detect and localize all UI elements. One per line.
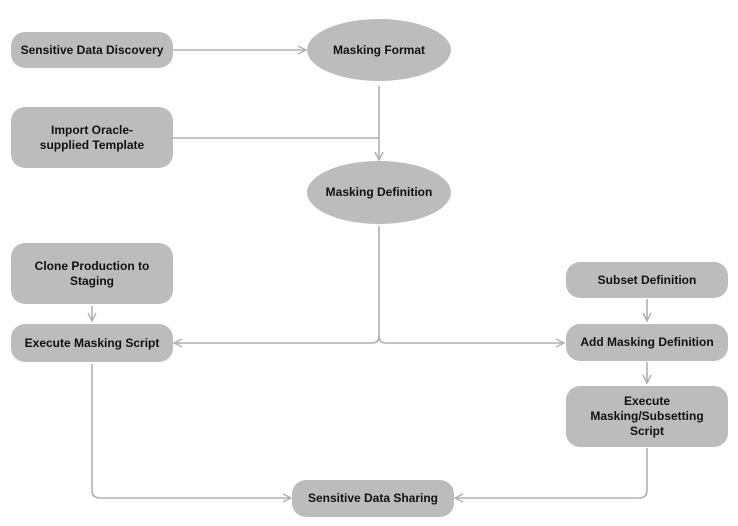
masking-format-ellipse: Masking Format [307,19,451,81]
execute-masking-script-label: Execute Masking Script [24,335,160,350]
execute-masking-script-box: Execute Masking Script [11,324,173,362]
arrow-definition-to-add-masking [378,335,564,343]
clone-production-label: Clone Production to Staging [34,258,150,288]
arrow-definition-to-execute-masking [174,226,380,343]
add-masking-definition-label: Add Masking Definition [580,335,714,349]
masking-definition-ellipse: Masking Definition [307,161,451,224]
add-masking-definition-box: Add Masking Definition [566,324,728,361]
sensitive-data-sharing-box: Sensitive Data Sharing [292,480,454,517]
execute-masking-subsetting-box: Execute Masking/Subsetting Script [566,386,728,447]
subset-definition-label: Subset Definition [597,272,697,287]
clone-production-box: Clone Production to Staging [11,243,173,304]
arrow-execute-masking-to-sharing [91,364,291,498]
sensitive-data-discovery-box: Sensitive Data Discovery [11,32,173,68]
import-template-label: Import Oracle-supplied Template [39,122,145,152]
arrow-subsetting-to-sharing [455,448,648,498]
masking-definition-label: Masking Definition [325,185,433,199]
sensitive-data-discovery-label: Sensitive Data Discovery [20,42,164,57]
import-template-box: Import Oracle-supplied Template [11,107,173,168]
sensitive-data-sharing-label: Sensitive Data Sharing [307,491,439,505]
masking-format-label: Masking Format [332,42,425,57]
subset-definition-box: Subset Definition [566,262,728,298]
execute-masking-subsetting-label: Execute Masking/Subsetting Script [590,394,704,438]
